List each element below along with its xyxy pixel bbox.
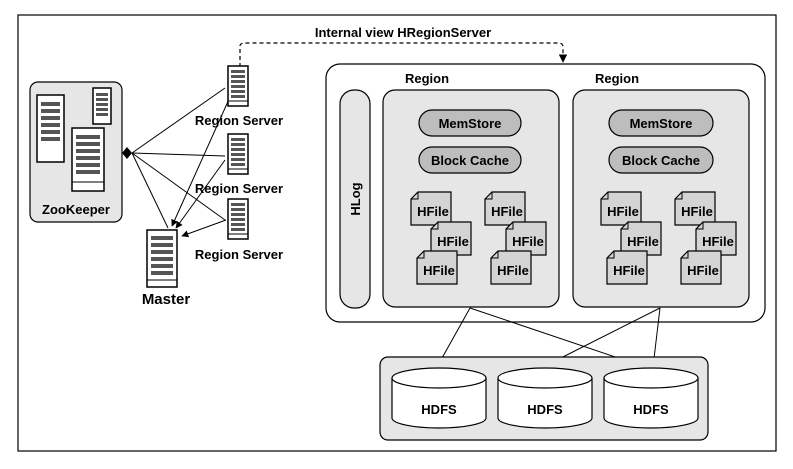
region-server-1: Region Server xyxy=(195,65,283,128)
region-server-label: Region Server xyxy=(195,181,283,196)
hfile: HFile xyxy=(430,221,472,256)
memstore-label: MemStore xyxy=(439,116,502,131)
region-server-3: Region Server xyxy=(195,198,283,262)
server-tower-icon xyxy=(71,127,105,192)
region-server-label: Region Server xyxy=(195,247,283,262)
hfile-label: HFile xyxy=(417,204,449,219)
zookeeper-links xyxy=(131,87,226,229)
hdfs-cylinder: HDFS xyxy=(391,367,487,429)
region-server-label: Region Server xyxy=(195,113,283,128)
hdfs-label: HDFS xyxy=(527,402,563,417)
server-tower-icon xyxy=(227,133,249,175)
hdfs-label: HDFS xyxy=(633,402,669,417)
master-label: Master xyxy=(142,291,191,308)
memstore-pill xyxy=(608,109,714,137)
server-tower-icon xyxy=(92,87,112,125)
hfile: HFile xyxy=(416,250,458,285)
hlog-label: HLog xyxy=(348,182,363,215)
block-cache-label: Block Cache xyxy=(431,153,509,168)
internal-view-dashed-arrow xyxy=(239,42,568,67)
block-cache-label: Block Cache xyxy=(622,153,700,168)
hdfs-cylinder: HDFS xyxy=(497,367,593,429)
block-cache-pill xyxy=(418,146,522,174)
hfile: HFile xyxy=(695,221,737,256)
hfile-label: HFile xyxy=(702,234,734,249)
hdfs-label: HDFS xyxy=(421,402,457,417)
hfile-label: HFile xyxy=(627,234,659,249)
master-node: Master xyxy=(142,229,191,308)
block-cache-pill xyxy=(608,146,714,174)
hfile-label: HFile xyxy=(437,234,469,249)
zookeeper-node: ZooKeeper xyxy=(29,81,123,223)
hfile-label: HFile xyxy=(607,204,639,219)
zookeeper-label: ZooKeeper xyxy=(42,202,110,217)
hfile: HFile xyxy=(490,250,532,285)
hfile-label: HFile xyxy=(423,263,455,278)
hfile: HFile xyxy=(674,191,716,226)
hfile-label: HFile xyxy=(687,263,719,278)
server-tower-icon xyxy=(146,229,178,288)
internal-view-title: Internal view HRegionServer xyxy=(315,25,491,40)
region-title: Region xyxy=(405,71,449,86)
hfile: HFile xyxy=(606,250,648,285)
server-tower-icon xyxy=(227,198,249,240)
hfile-label: HFile xyxy=(512,234,544,249)
server-tower-icon xyxy=(36,94,65,163)
hfile: HFile xyxy=(620,221,662,256)
hfile: HFile xyxy=(505,221,547,256)
server-tower-icon xyxy=(227,65,249,107)
hfile: HFile xyxy=(600,191,642,226)
hfile-label: HFile xyxy=(497,263,529,278)
hdfs-cylinder: HDFS xyxy=(603,367,699,429)
hfile-label: HFile xyxy=(491,204,523,219)
master-links xyxy=(171,96,231,238)
hfile-label: HFile xyxy=(613,263,645,278)
hfile-label: HFile xyxy=(681,204,713,219)
region-server-2: Region Server xyxy=(195,133,283,196)
memstore-label: MemStore xyxy=(630,116,693,131)
hfile: HFile xyxy=(680,250,722,285)
region-title: Region xyxy=(595,71,639,86)
hfile: HFile xyxy=(410,191,452,226)
connector-diamond xyxy=(122,147,132,159)
memstore-pill xyxy=(418,109,522,137)
hfile: HFile xyxy=(484,191,526,226)
hlog-block: HLog xyxy=(339,89,371,309)
